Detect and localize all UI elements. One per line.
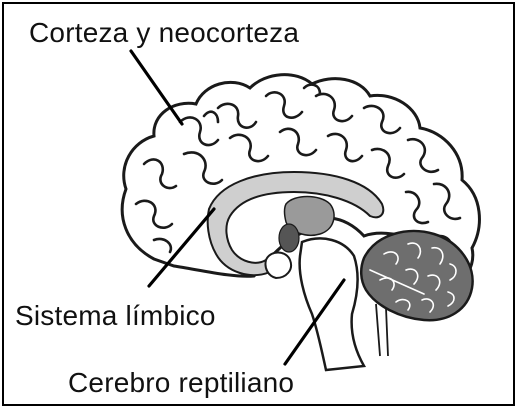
diagram-frame: Corteza y neocorteza Sistema límbico Cer… [2, 2, 515, 406]
label-reptilian-brain: Cerebro reptiliano [68, 369, 294, 397]
label-cortex: Corteza y neocorteza [29, 19, 299, 47]
brain-diagram [4, 4, 515, 406]
hypothalamus-shape [265, 253, 291, 279]
cortex-pointer [131, 51, 182, 124]
label-limbic-system: Sistema límbico [15, 302, 216, 330]
inner-nucleus-shape [279, 224, 299, 252]
brainstem-shape [300, 238, 364, 370]
spinal-lines [376, 304, 388, 356]
